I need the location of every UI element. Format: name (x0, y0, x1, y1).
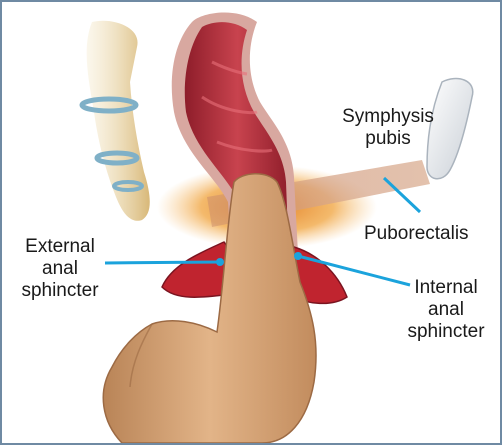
label-external-anal-sphincter: External anal sphincter (12, 236, 108, 302)
coccyx-illustration (82, 21, 150, 221)
leader-external (105, 262, 220, 263)
label-symphysis-pubis: Symphysis pubis (336, 106, 440, 150)
label-internal-anal-sphincter: Internal anal sphincter (398, 277, 494, 343)
label-puborectalis: Puborectalis (364, 223, 469, 245)
